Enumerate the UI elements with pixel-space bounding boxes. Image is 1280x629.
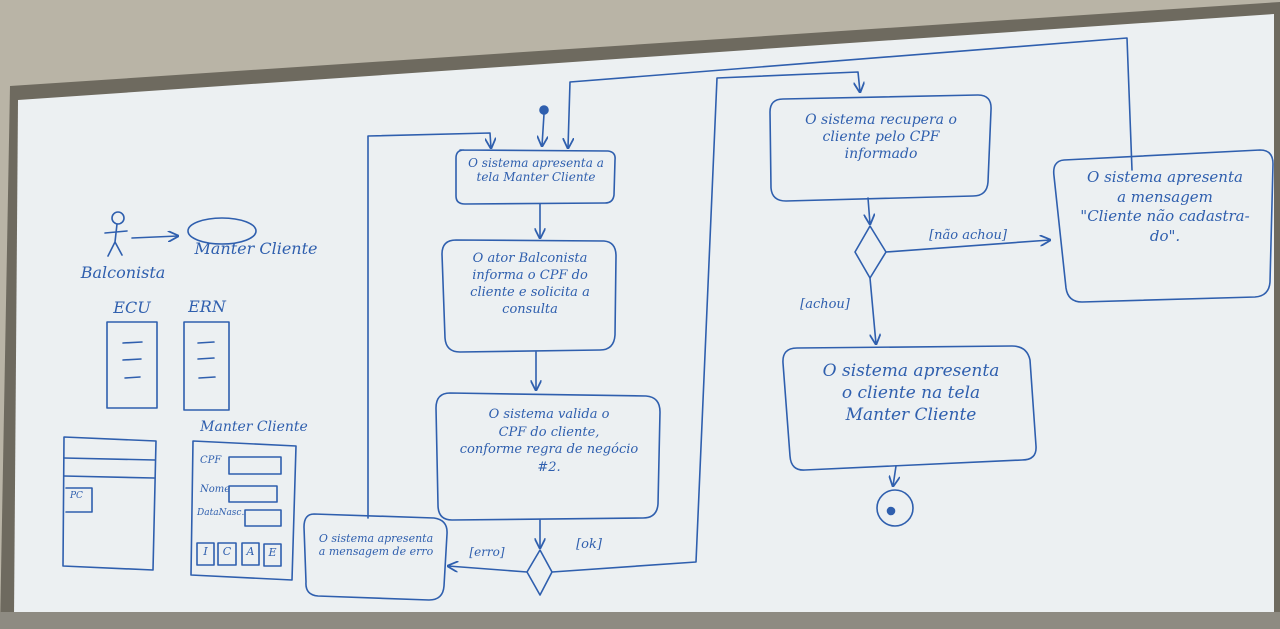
marker-tray — [0, 612, 1280, 629]
form-mockup — [190, 440, 297, 581]
action-n3-box — [435, 392, 661, 521]
flow-n5-decision — [868, 197, 870, 224]
actor-label: Balconista — [80, 263, 166, 282]
flow-to-error — [448, 566, 528, 573]
form-button-e: E — [268, 546, 277, 559]
flow-found — [869, 277, 876, 344]
flow-notfound-loop — [568, 37, 1133, 171]
action-n6-text: O sistema apresenta a mensagem "Cliente … — [1080, 168, 1250, 245]
form-button-i: I — [203, 545, 208, 558]
guard-achou: [achou] — [800, 297, 850, 312]
flow-error-loop — [367, 132, 491, 519]
use-case-ellipse — [187, 217, 257, 245]
action-n4-box — [303, 513, 448, 601]
action-n1-text: O sistema apresenta a tela Manter Client… — [468, 156, 604, 184]
ern-label: ERN — [188, 297, 226, 316]
board-surface — [14, 14, 1274, 629]
actor-usecase-arrow — [131, 236, 178, 238]
actor-figure — [104, 211, 128, 257]
guard-erro: [erro] — [469, 545, 505, 559]
ecu-label: ECU — [113, 298, 151, 317]
action-n5-box — [769, 94, 992, 202]
flow-not-found — [885, 240, 1050, 253]
form-field-datanasc: DataNasc. — [197, 508, 245, 518]
final-node — [876, 489, 914, 527]
action-n1-box — [455, 149, 616, 205]
ern-document — [183, 321, 230, 411]
initial-node — [539, 105, 549, 115]
action-n7-text: O sistema apresenta o cliente na tela Ma… — [822, 361, 1000, 426]
ecu-document — [106, 321, 158, 409]
use-case-label: Manter Cliente — [194, 239, 318, 258]
form-button-a: A — [246, 545, 255, 558]
flow-n7-final — [893, 465, 896, 486]
action-n4-text: O sistema apresenta a mensagem de erro — [318, 532, 434, 558]
flow-initial — [542, 113, 544, 146]
window-mockup — [62, 436, 157, 571]
window-cell-label: PC — [70, 491, 83, 501]
action-n7-box — [782, 345, 1037, 471]
form-button-c: C — [222, 545, 232, 558]
form-field-cpf: CPF — [200, 455, 222, 466]
form-field-nome: Nome — [200, 484, 231, 495]
action-n2-box — [441, 239, 617, 353]
decision-cpf — [526, 549, 553, 596]
guard-ok: [ok] — [576, 537, 602, 552]
action-n5-text: O sistema recupera o cliente pelo CPF in… — [805, 112, 957, 162]
form-title: Manter Cliente — [200, 419, 308, 435]
guard-nao-achou: [não achou] — [929, 228, 1007, 243]
action-n3-text: O sistema valida o CPF do cliente, confo… — [459, 407, 639, 475]
action-n2-text: O ator Balconista informa o CPF do clien… — [470, 251, 590, 318]
action-n6-box — [1052, 149, 1274, 303]
flow-ok — [551, 71, 860, 573]
